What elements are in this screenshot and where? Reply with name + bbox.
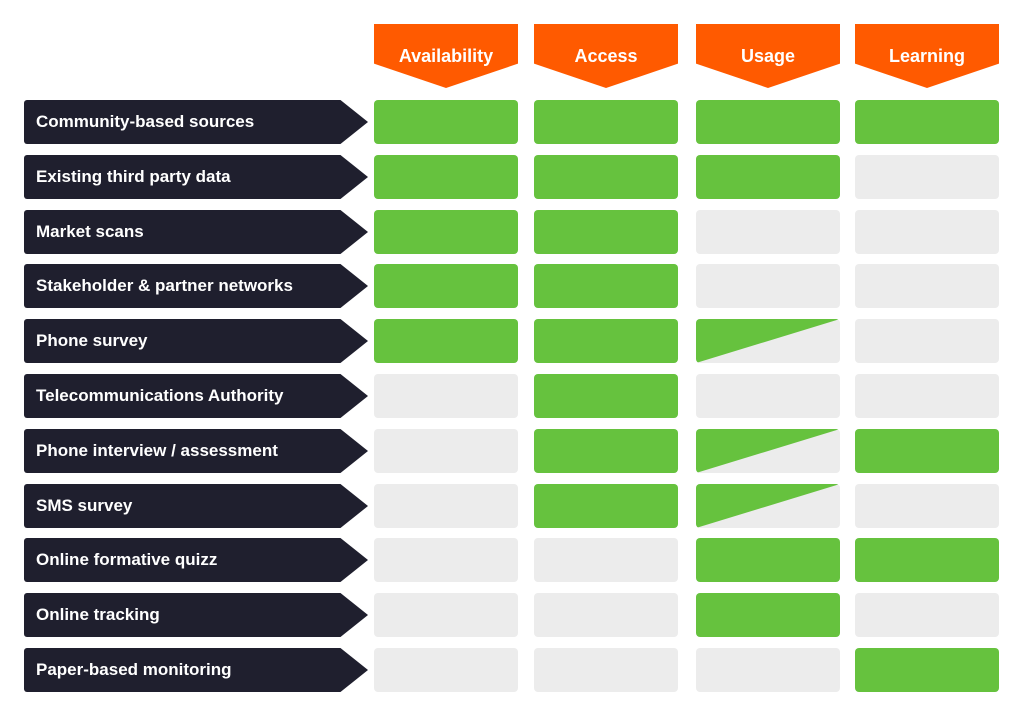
cell-empty <box>855 593 999 637</box>
cell-empty <box>696 264 840 308</box>
row-label: Stakeholder & partner networks <box>24 264 368 308</box>
cell-empty <box>855 374 999 418</box>
cell-empty <box>374 429 518 473</box>
column-header-availability: Availability <box>374 24 518 88</box>
cell-full <box>534 155 678 199</box>
cell-empty <box>855 264 999 308</box>
cell-partial <box>696 429 840 473</box>
column-header-usage: Usage <box>696 24 840 88</box>
cell-full <box>534 374 678 418</box>
cell-empty <box>374 538 518 582</box>
cell-full <box>855 429 999 473</box>
cell-empty <box>855 210 999 254</box>
cell-empty <box>696 374 840 418</box>
cell-empty <box>534 648 678 692</box>
cell-full <box>855 648 999 692</box>
row-label: Market scans <box>24 210 368 254</box>
cell-full <box>374 155 518 199</box>
cell-full <box>374 319 518 363</box>
cell-full <box>374 100 518 144</box>
cell-empty <box>534 593 678 637</box>
cell-empty <box>696 648 840 692</box>
cell-full <box>534 429 678 473</box>
cell-full <box>534 210 678 254</box>
column-header-learning: Learning <box>855 24 999 88</box>
cell-empty <box>374 484 518 528</box>
column-header-access: Access <box>534 24 678 88</box>
cell-full <box>374 264 518 308</box>
cell-empty <box>374 593 518 637</box>
cell-empty <box>374 648 518 692</box>
cell-empty <box>855 319 999 363</box>
cell-full <box>534 484 678 528</box>
row-label: Telecommunications Authority <box>24 374 368 418</box>
cell-empty <box>534 538 678 582</box>
row-label: Community-based sources <box>24 100 368 144</box>
cell-empty <box>696 210 840 254</box>
cell-full <box>696 593 840 637</box>
row-label: SMS survey <box>24 484 368 528</box>
cell-full <box>855 538 999 582</box>
cell-full <box>696 155 840 199</box>
cell-empty <box>855 155 999 199</box>
partial-fill <box>696 429 840 473</box>
row-label: Paper-based monitoring <box>24 648 368 692</box>
cell-empty <box>855 484 999 528</box>
cell-empty <box>374 374 518 418</box>
partial-fill <box>696 319 840 363</box>
row-label: Online formative quizz <box>24 538 368 582</box>
cell-full <box>534 264 678 308</box>
row-label: Online tracking <box>24 593 368 637</box>
cell-full <box>696 538 840 582</box>
cell-full <box>855 100 999 144</box>
cell-partial <box>696 319 840 363</box>
row-label: Phone survey <box>24 319 368 363</box>
cell-full <box>374 210 518 254</box>
cell-full <box>696 100 840 144</box>
cell-full <box>534 100 678 144</box>
partial-fill <box>696 484 840 528</box>
row-label: Existing third party data <box>24 155 368 199</box>
row-label: Phone interview / assessment <box>24 429 368 473</box>
cell-full <box>534 319 678 363</box>
cell-partial <box>696 484 840 528</box>
